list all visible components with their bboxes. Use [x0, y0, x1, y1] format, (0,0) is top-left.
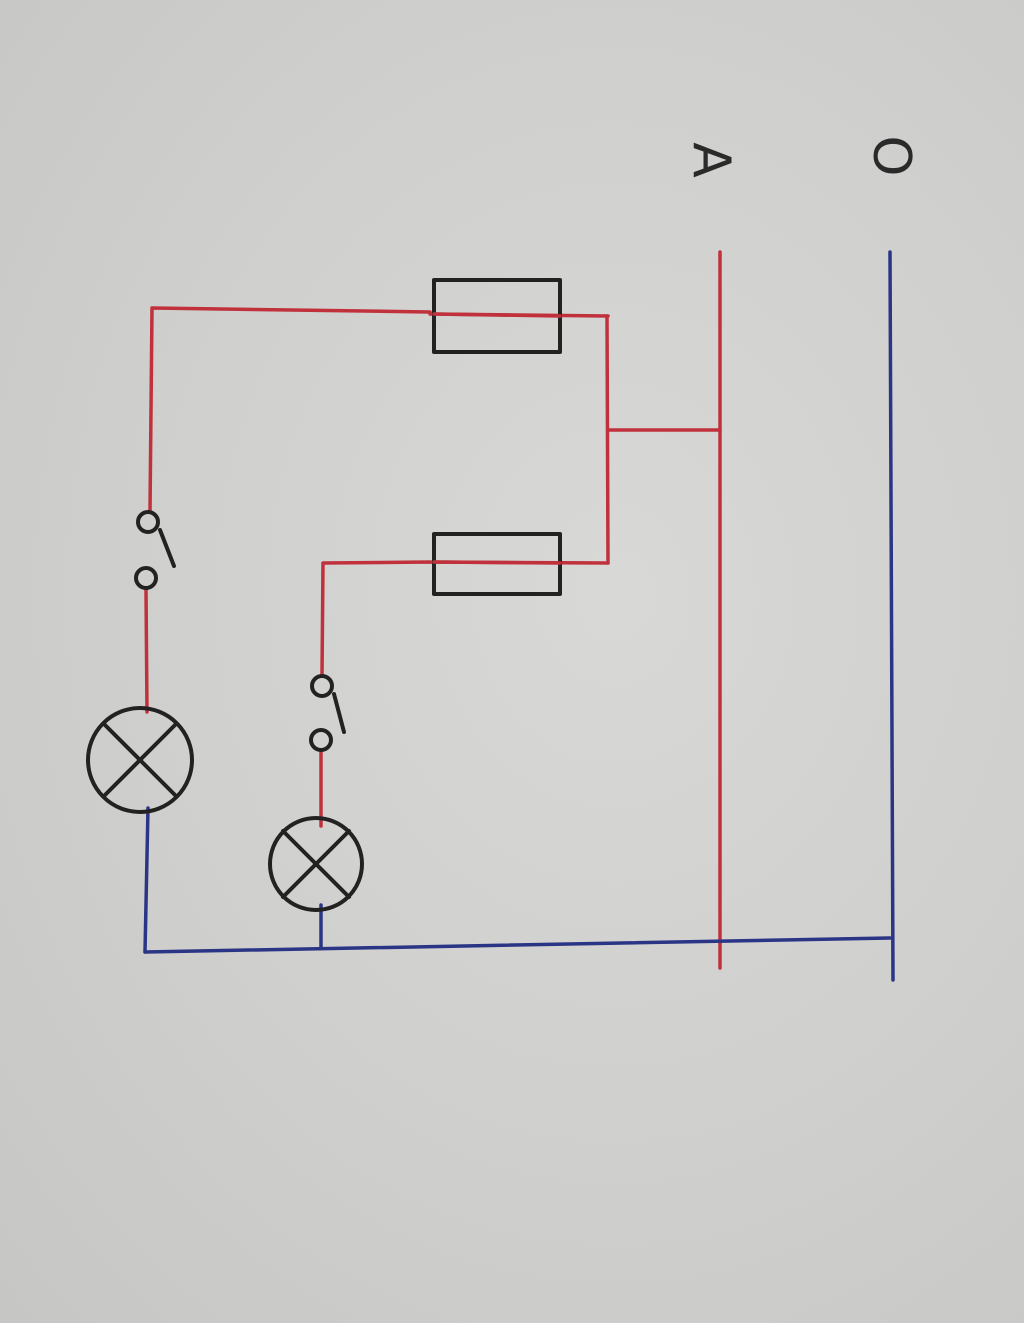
crossed-circle-lamp-icon	[86, 706, 194, 814]
neutral-main-line	[888, 250, 895, 982]
crossed-circle-lamp-icon	[268, 816, 364, 912]
switch-1-blade	[158, 528, 176, 568]
switch-1-lower-contact	[134, 566, 158, 590]
lamp-1-neutral-wire	[143, 806, 150, 954]
branch-2-live-wire	[320, 560, 610, 678]
switch-2-upper-contact	[310, 674, 334, 698]
branch-1-switch-to-lamp-wire	[144, 588, 149, 714]
rectangle-fuse-icon	[432, 278, 562, 354]
switch-1-upper-contact	[136, 510, 160, 534]
lamp-1	[86, 706, 194, 814]
switch-2-lower-contact	[309, 728, 333, 752]
rectangle-fuse-icon	[432, 532, 562, 596]
live-bus-wire	[605, 314, 610, 565]
open-switch-icon	[309, 674, 346, 752]
neutral-return-wire	[143, 936, 892, 954]
lamp-2	[268, 816, 364, 912]
switch-2-blade	[332, 692, 346, 734]
open-switch-icon	[134, 510, 176, 590]
neutral-line-label: O	[861, 136, 921, 177]
branch-1-live-wire	[148, 306, 610, 514]
live-line-label: A	[681, 142, 741, 178]
